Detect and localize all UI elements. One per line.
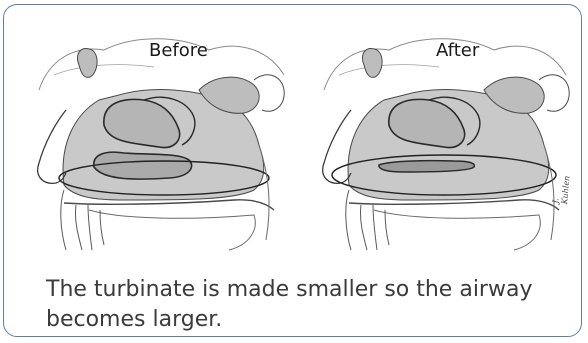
- after-inferior-turbinate: [379, 161, 474, 172]
- caption-text: The turbinate is made smaller so the air…: [46, 275, 566, 335]
- after-hard-palate: [349, 200, 559, 210]
- after-label: After: [436, 40, 479, 61]
- before-nose-outline: [38, 110, 66, 183]
- after-oral-region: [374, 210, 540, 250]
- before-hard-palate: [64, 200, 274, 210]
- before-oral-region: [89, 210, 255, 250]
- figure-card: Before After J. Kuhlen The turbinate is …: [3, 4, 582, 337]
- before-frontal-sinus: [77, 48, 97, 77]
- after-panel-drawing: [323, 39, 570, 250]
- before-label: Before: [149, 40, 208, 61]
- before-teeth: [75, 205, 104, 250]
- after-frontal-sinus: [362, 48, 382, 77]
- after-teeth: [360, 205, 389, 250]
- artist-signature: J. Kuhlen: [551, 173, 572, 204]
- before-inferior-turbinate: [94, 152, 192, 179]
- after-nose-outline: [323, 110, 351, 183]
- before-panel-drawing: [38, 39, 285, 250]
